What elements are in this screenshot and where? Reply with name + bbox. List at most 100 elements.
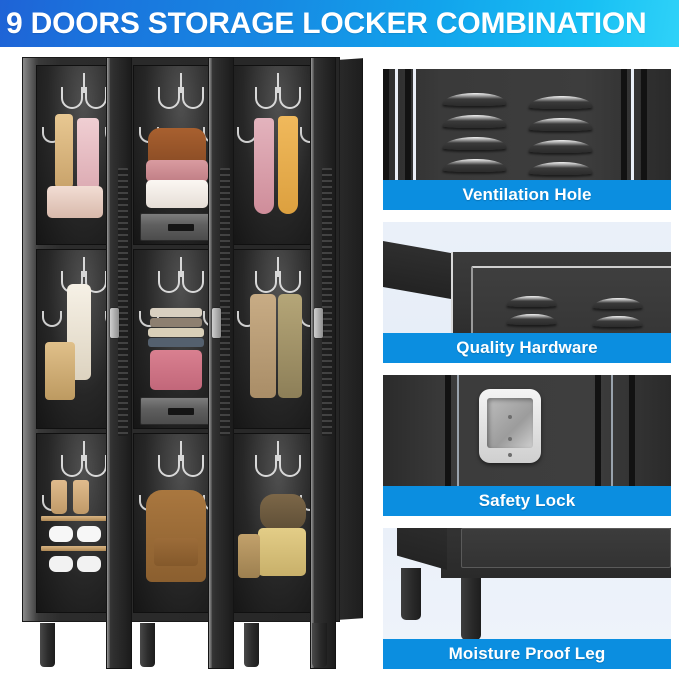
door-seam (611, 375, 613, 486)
locker-door-3[interactable] (310, 57, 336, 669)
feature-label-quality-hardware: Quality Hardware (383, 333, 671, 363)
content-folded-towels (148, 328, 205, 337)
cabinet-door-bottom (461, 528, 671, 568)
content-side-bag (237, 534, 260, 578)
hook-center-icon (255, 73, 302, 113)
louvre-vent-icon (506, 314, 558, 325)
lock-icon[interactable] (479, 389, 541, 463)
hook-center-icon (255, 441, 302, 481)
locker-left-rail (23, 58, 35, 621)
content-sneaker (77, 556, 101, 572)
hook-center-icon (255, 257, 302, 297)
wooden-shelf (41, 546, 127, 551)
door-seam (413, 69, 416, 180)
content-knit-blanket (146, 160, 209, 182)
door-gap (621, 69, 627, 180)
cabinet-leg (244, 623, 259, 667)
content-folded-towels (148, 338, 205, 347)
door-edge (311, 58, 314, 668)
louvre-vent-icon (592, 316, 644, 327)
content-sneaker (49, 556, 73, 572)
door-latch-icon[interactable] (314, 308, 323, 339)
content-quilted-bag (257, 528, 306, 576)
content-yellow-scarf (277, 116, 298, 214)
locker-cubby-grid (35, 63, 327, 615)
louvre-vent-icon (506, 296, 558, 307)
content-handbag (47, 186, 103, 218)
content-sneaker (77, 526, 101, 542)
louvre-vent-icon (592, 298, 644, 309)
moisture-proof-leg (461, 578, 481, 639)
content-bag (55, 114, 73, 188)
wooden-shelf (41, 516, 127, 521)
door-gap (383, 69, 389, 180)
locker-door-face (383, 69, 671, 180)
feature-image-ventilation-hole (383, 69, 671, 180)
cabinet-leg (40, 623, 55, 667)
door-seam (457, 375, 459, 486)
feature-panel-safety-lock: Safety Lock (383, 375, 671, 516)
content-beige-jacket (249, 294, 276, 398)
hook-center-icon (157, 73, 204, 113)
hook-center-icon (157, 257, 204, 297)
moisture-proof-leg (401, 568, 421, 620)
hero-product-image (0, 47, 380, 676)
content-backpack (146, 490, 207, 582)
feature-label-safety-lock: Safety Lock (383, 486, 671, 516)
hook-left-icon (42, 310, 62, 327)
door-ventilation-icon (118, 167, 128, 437)
content-patterned-coat (277, 294, 302, 398)
content-sneaker (49, 526, 73, 542)
door-seam (395, 69, 398, 180)
header-banner: 9 DOORS STORAGE LOCKER COMBINATION (0, 0, 679, 47)
lock-screw-icon (508, 415, 512, 419)
feature-label-moisture-proof-leg: Moisture Proof Leg (383, 639, 671, 669)
feature-panel-ventilation-hole: Ventilation Hole (383, 69, 671, 210)
drawer-pull-handle[interactable] (167, 408, 194, 415)
feature-image-quality-hardware (383, 222, 671, 333)
content-bedding (146, 180, 209, 208)
content-boot (51, 480, 67, 514)
feature-panel-moisture-proof-leg: Moisture Proof Leg (383, 528, 671, 669)
feature-image-safety-lock (383, 375, 671, 486)
content-folded-towels (150, 318, 203, 327)
door-gap (445, 375, 451, 486)
door-latch-icon[interactable] (110, 308, 119, 339)
door-gap (595, 375, 601, 486)
door-edge (209, 58, 212, 668)
cubby-bottom-center (133, 433, 229, 613)
door-edge (107, 58, 110, 668)
door-seam (631, 69, 634, 180)
door-gap (641, 69, 647, 180)
content-backpack-pocket (154, 538, 199, 566)
content-tote-bag (45, 342, 75, 400)
cabinet-leg (140, 623, 155, 667)
feature-image-moisture-proof-leg (383, 528, 671, 639)
cabinet-leg (312, 623, 327, 667)
feature-panel-quality-hardware: Quality Hardware (383, 222, 671, 363)
lock-screw-icon (508, 437, 512, 441)
content-garment (77, 118, 99, 194)
door-inset-frame (471, 266, 671, 333)
content-pink-scarf (253, 118, 274, 214)
locker-door-2[interactable] (208, 57, 234, 669)
door-ventilation-icon (322, 167, 332, 437)
door-gap (405, 69, 411, 180)
feature-panel-list: Ventilation Hole Quality Hardware (383, 47, 679, 676)
drawer-pull-handle[interactable] (167, 224, 194, 231)
feature-label-ventilation-hole: Ventilation Hole (383, 180, 671, 210)
door-gap (629, 375, 635, 486)
locker-door-1[interactable] (106, 57, 132, 669)
lock-screw-icon (508, 453, 512, 457)
content-leather-bag (148, 128, 207, 162)
locker-column-3 (230, 63, 327, 615)
page-title: 9 DOORS STORAGE LOCKER COMBINATION (6, 6, 647, 40)
content-boot (73, 480, 89, 514)
content-folded-towels (150, 308, 203, 317)
door-latch-icon[interactable] (212, 308, 221, 339)
content-quilted-bag (150, 350, 203, 390)
content-duffel-bag (259, 494, 306, 530)
locker-illustration (22, 57, 363, 669)
hook-center-icon (157, 441, 204, 481)
